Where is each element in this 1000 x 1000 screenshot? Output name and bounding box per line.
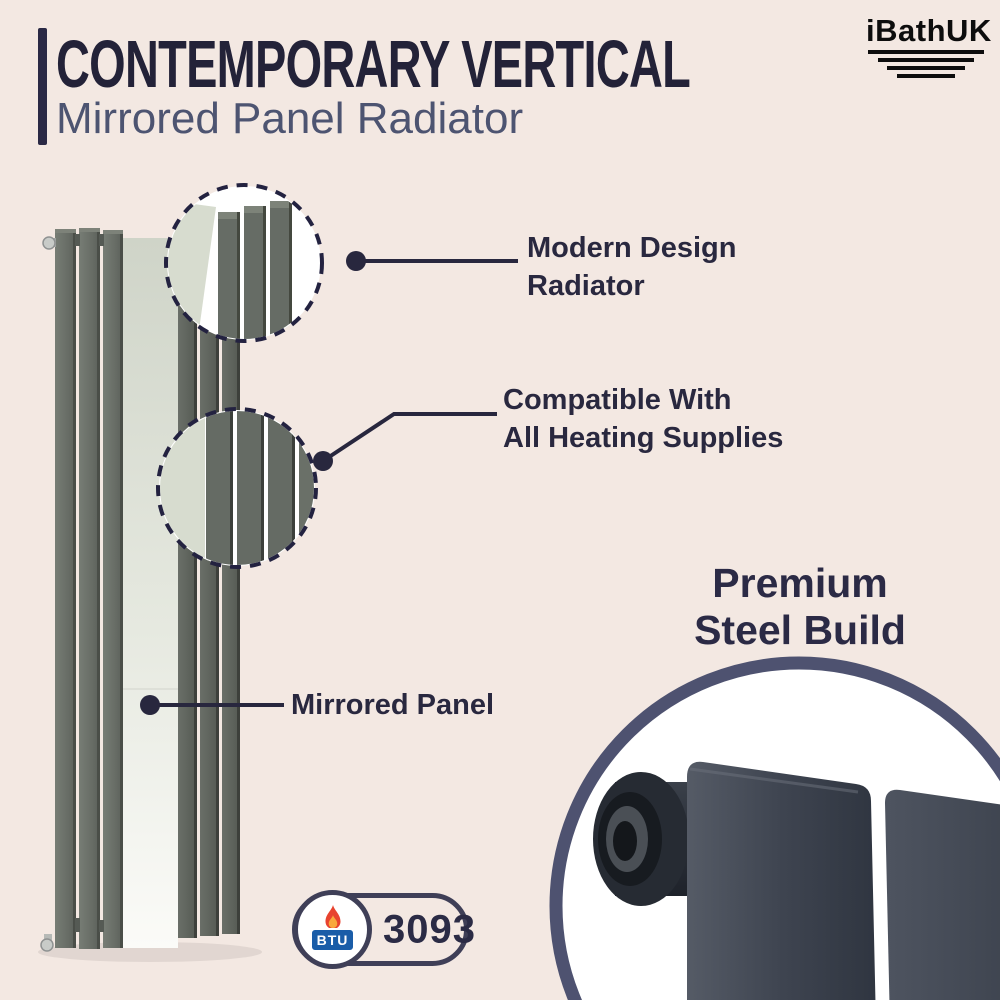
closeup-panel-right	[885, 789, 1000, 1000]
brand-name: iBathUK	[866, 13, 992, 48]
callout-modern-line1: Modern Design	[527, 232, 737, 264]
mirror-panel	[122, 238, 178, 948]
page-subtitle: Mirrored Panel Radiator	[56, 94, 524, 143]
callout-dot-mirrored	[140, 695, 160, 715]
leader-line-compatible	[321, 412, 497, 463]
feature-line2: Steel Build	[694, 607, 906, 653]
brand-logo: iBathUK	[866, 13, 992, 78]
brand-logo-line	[887, 66, 965, 70]
dashed-ring-top	[164, 183, 324, 343]
btu-unit-label: BTU	[309, 928, 356, 952]
btu-logo: BTU	[293, 890, 372, 969]
callout-compatible-line2: All Heating Supplies	[503, 422, 784, 454]
callout-modern-line2: Radiator	[527, 270, 645, 302]
callout-dot-modern	[346, 251, 366, 271]
brand-logo-line	[878, 58, 974, 62]
brand-logo-underline	[868, 50, 984, 54]
radiator-valve-top	[42, 236, 56, 250]
feature-premium-steel: Premium Steel Build	[640, 560, 960, 654]
callout-modern-design: Modern Design Radiator	[527, 229, 736, 305]
closeup-ring	[549, 656, 1000, 1000]
flame-icon	[325, 905, 340, 930]
magnifier-middle-circle	[156, 407, 318, 569]
callout-mirrored-line1: Mirrored Panel	[291, 689, 495, 721]
page-title: CONTEMPORARY VERTICAL	[56, 27, 691, 102]
callout-mirrored-panel: Mirrored Panel	[291, 686, 494, 724]
btu-badge: BTU 3093	[292, 890, 476, 969]
radiator-valve-bottom	[40, 934, 54, 952]
brand-logo-line	[897, 74, 955, 78]
callout-dot-compatible	[313, 451, 333, 471]
steel-closeup-circle	[549, 656, 1000, 1000]
callout-compatible-line1: Compatible With	[503, 384, 732, 416]
radiator-right-panels	[178, 236, 240, 938]
closeup-panel-left	[687, 761, 879, 1000]
feature-line1: Premium	[712, 560, 888, 606]
title-accent-bar	[38, 28, 47, 145]
callout-leader-lines	[140, 251, 518, 715]
dashed-ring-middle	[156, 407, 318, 569]
magnifier-top-circle	[164, 183, 324, 343]
radiator-left-panels	[55, 228, 123, 949]
callout-compatible: Compatible With All Heating Supplies	[503, 381, 783, 457]
radiator-illustration	[38, 228, 262, 962]
btu-value: 3093	[383, 907, 476, 951]
